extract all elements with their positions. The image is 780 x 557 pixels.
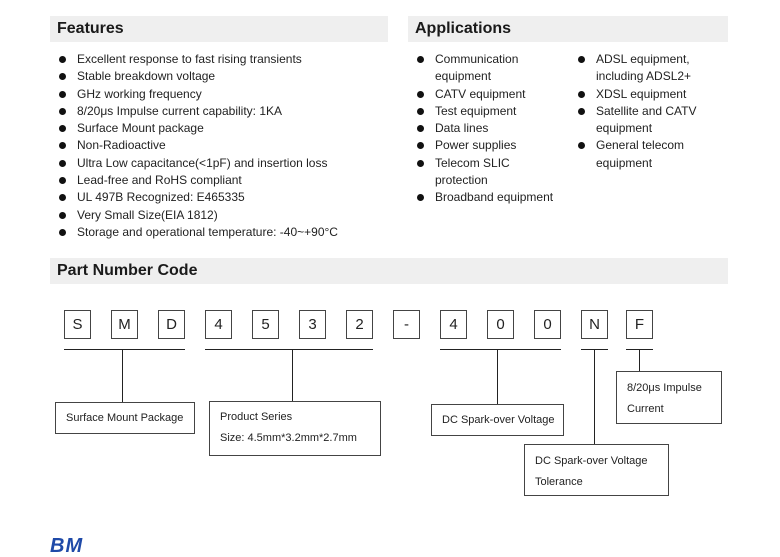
list-item: Ultra Low capacitance(<1pF) and insertio… [57,155,387,172]
code-char-5: 5 [252,310,279,339]
desc-package-box: Surface Mount Package [55,402,195,434]
list-item: Satellite and CATV equipment [576,103,716,138]
list-item: XDSL equipment [576,86,716,103]
code-char-0b: 0 [534,310,561,339]
applications-list-2: ADSL equipment, including ADSL2+ XDSL eq… [576,51,716,172]
list-item: GHz working frequency [57,86,387,103]
bracket-voltage [440,349,561,350]
desc-tolerance-box: DC Spark-over Voltage Tolerance [524,444,669,496]
code-char-0a: 0 [487,310,514,339]
features-header: Features [50,16,388,42]
connector-package [122,349,123,402]
company-logo: BM [50,535,84,557]
desc-tolerance-sub: Tolerance [535,476,583,488]
list-item: Test equipment [415,103,555,120]
list-item: Stable breakdown voltage [57,68,387,85]
list-item: Power supplies [415,137,555,154]
code-char-2: 2 [346,310,373,339]
applications-list-1: Communication equipment CATV equipment T… [415,51,555,207]
part-number-title: Part Number Code [57,262,198,279]
bracket-package [64,349,185,350]
code-char-n: N [581,310,608,339]
desc-voltage-label: DC Spark-over Voltage [442,414,555,426]
desc-tolerance-label: DC Spark-over Voltage [535,455,648,467]
connector-series [292,349,293,401]
desc-series-size: Size: 4.5mm*3.2mm*2.7mm [220,432,357,444]
desc-impulse-label: 8/20μs Impulse [627,382,702,394]
code-char-dash: - [393,310,420,339]
list-item: Surface Mount package [57,120,387,137]
list-item: 8/20μs Impulse current capability: 1KA [57,103,387,120]
applications-header: Applications [408,16,728,42]
bracket-series [205,349,373,350]
list-item: UL 497B Recognized: E465335 [57,189,387,206]
desc-voltage-box: DC Spark-over Voltage [431,404,564,436]
code-char-s: S [64,310,91,339]
applications-title: Applications [415,20,512,37]
features-list: Excellent response to fast rising transi… [57,51,387,241]
list-item: Non-Radioactive [57,137,387,154]
list-item: Lead-free and RoHS compliant [57,172,387,189]
code-char-4: 4 [205,310,232,339]
code-char-4b: 4 [440,310,467,339]
connector-voltage [497,349,498,404]
desc-package-label: Surface Mount Package [66,412,184,424]
list-item: General telecom equipment [576,137,716,172]
list-item: Telecom SLIC protection [415,155,555,190]
list-item: Broadband equipment [415,189,555,206]
code-char-3: 3 [299,310,326,339]
code-char-f: F [626,310,653,339]
desc-impulse-box: 8/20μs Impulse Current [616,371,722,424]
desc-series-label: Product Series [220,411,293,423]
list-item: Very Small Size(EIA 1812) [57,207,387,224]
connector-impulse [639,349,640,371]
code-char-m: M [111,310,138,339]
connector-tolerance [594,349,595,444]
desc-impulse-sub: Current [627,403,664,415]
features-title: Features [57,20,124,37]
code-char-d: D [158,310,185,339]
desc-series-box: Product Series Size: 4.5mm*3.2mm*2.7mm [209,401,381,456]
list-item: Storage and operational temperature: -40… [57,224,387,241]
list-item: Data lines [415,120,555,137]
list-item: Communication equipment [415,51,555,86]
list-item: CATV equipment [415,86,555,103]
part-number-header: Part Number Code [50,258,728,284]
list-item: Excellent response to fast rising transi… [57,51,387,68]
list-item: ADSL equipment, including ADSL2+ [576,51,716,86]
